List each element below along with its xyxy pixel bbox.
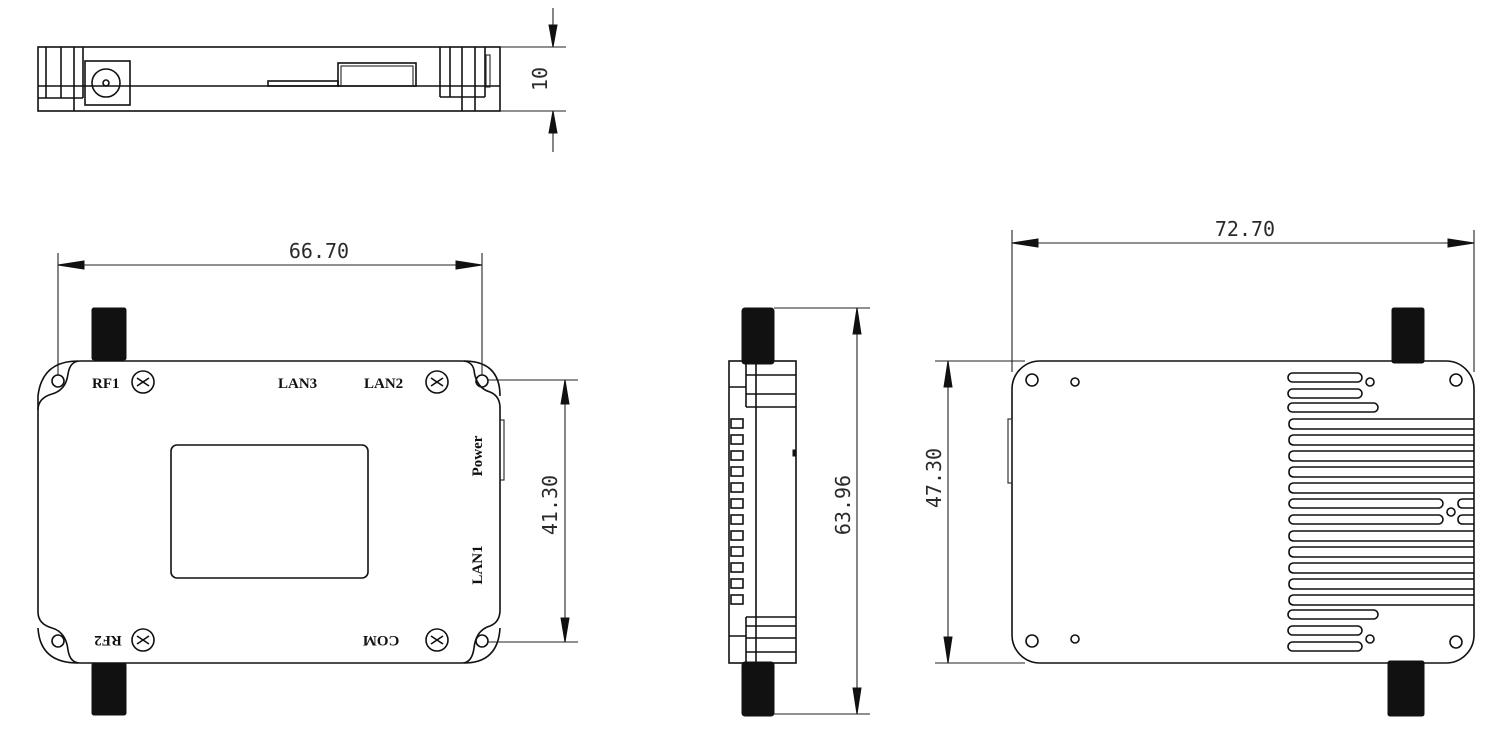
heatsink-fins bbox=[1287, 372, 1474, 652]
dim-length-63-96: 63.96 bbox=[831, 475, 855, 535]
label-power: Power bbox=[470, 435, 486, 476]
screw-icon bbox=[425, 628, 449, 652]
label-lan2: LAN2 bbox=[364, 376, 403, 392]
screw-icon bbox=[131, 370, 155, 394]
rf1-connector bbox=[91, 307, 127, 361]
dim-width-66-70: 66.70 bbox=[289, 239, 349, 263]
screw-icon bbox=[131, 628, 155, 652]
dim-hole-spacing-41-30: 41.30 bbox=[538, 475, 562, 535]
dim-height-10: 10 bbox=[528, 67, 552, 91]
screw-icon bbox=[425, 370, 449, 394]
dim-height-47-30: 47.30 bbox=[922, 448, 946, 508]
side-fins bbox=[730, 418, 744, 605]
top-edge-view: 10 bbox=[37, 8, 566, 152]
label-com: COM bbox=[363, 632, 400, 648]
dim-width-72-70: 72.70 bbox=[1215, 217, 1275, 241]
rear-view: 72.70 47.30 bbox=[922, 217, 1475, 717]
label-lan3: LAN3 bbox=[278, 376, 317, 392]
label-rf2: RF2 bbox=[94, 632, 122, 648]
label-lan1: LAN1 bbox=[470, 545, 486, 584]
rf2-connector bbox=[91, 662, 127, 716]
side-view: 63.96 bbox=[728, 307, 870, 717]
display-window bbox=[170, 444, 369, 579]
front-view: RF1 LAN3 LAN2 Power LAN1 RF2 COM 66.70 4… bbox=[37, 239, 578, 716]
label-rf1: RF1 bbox=[92, 376, 120, 392]
